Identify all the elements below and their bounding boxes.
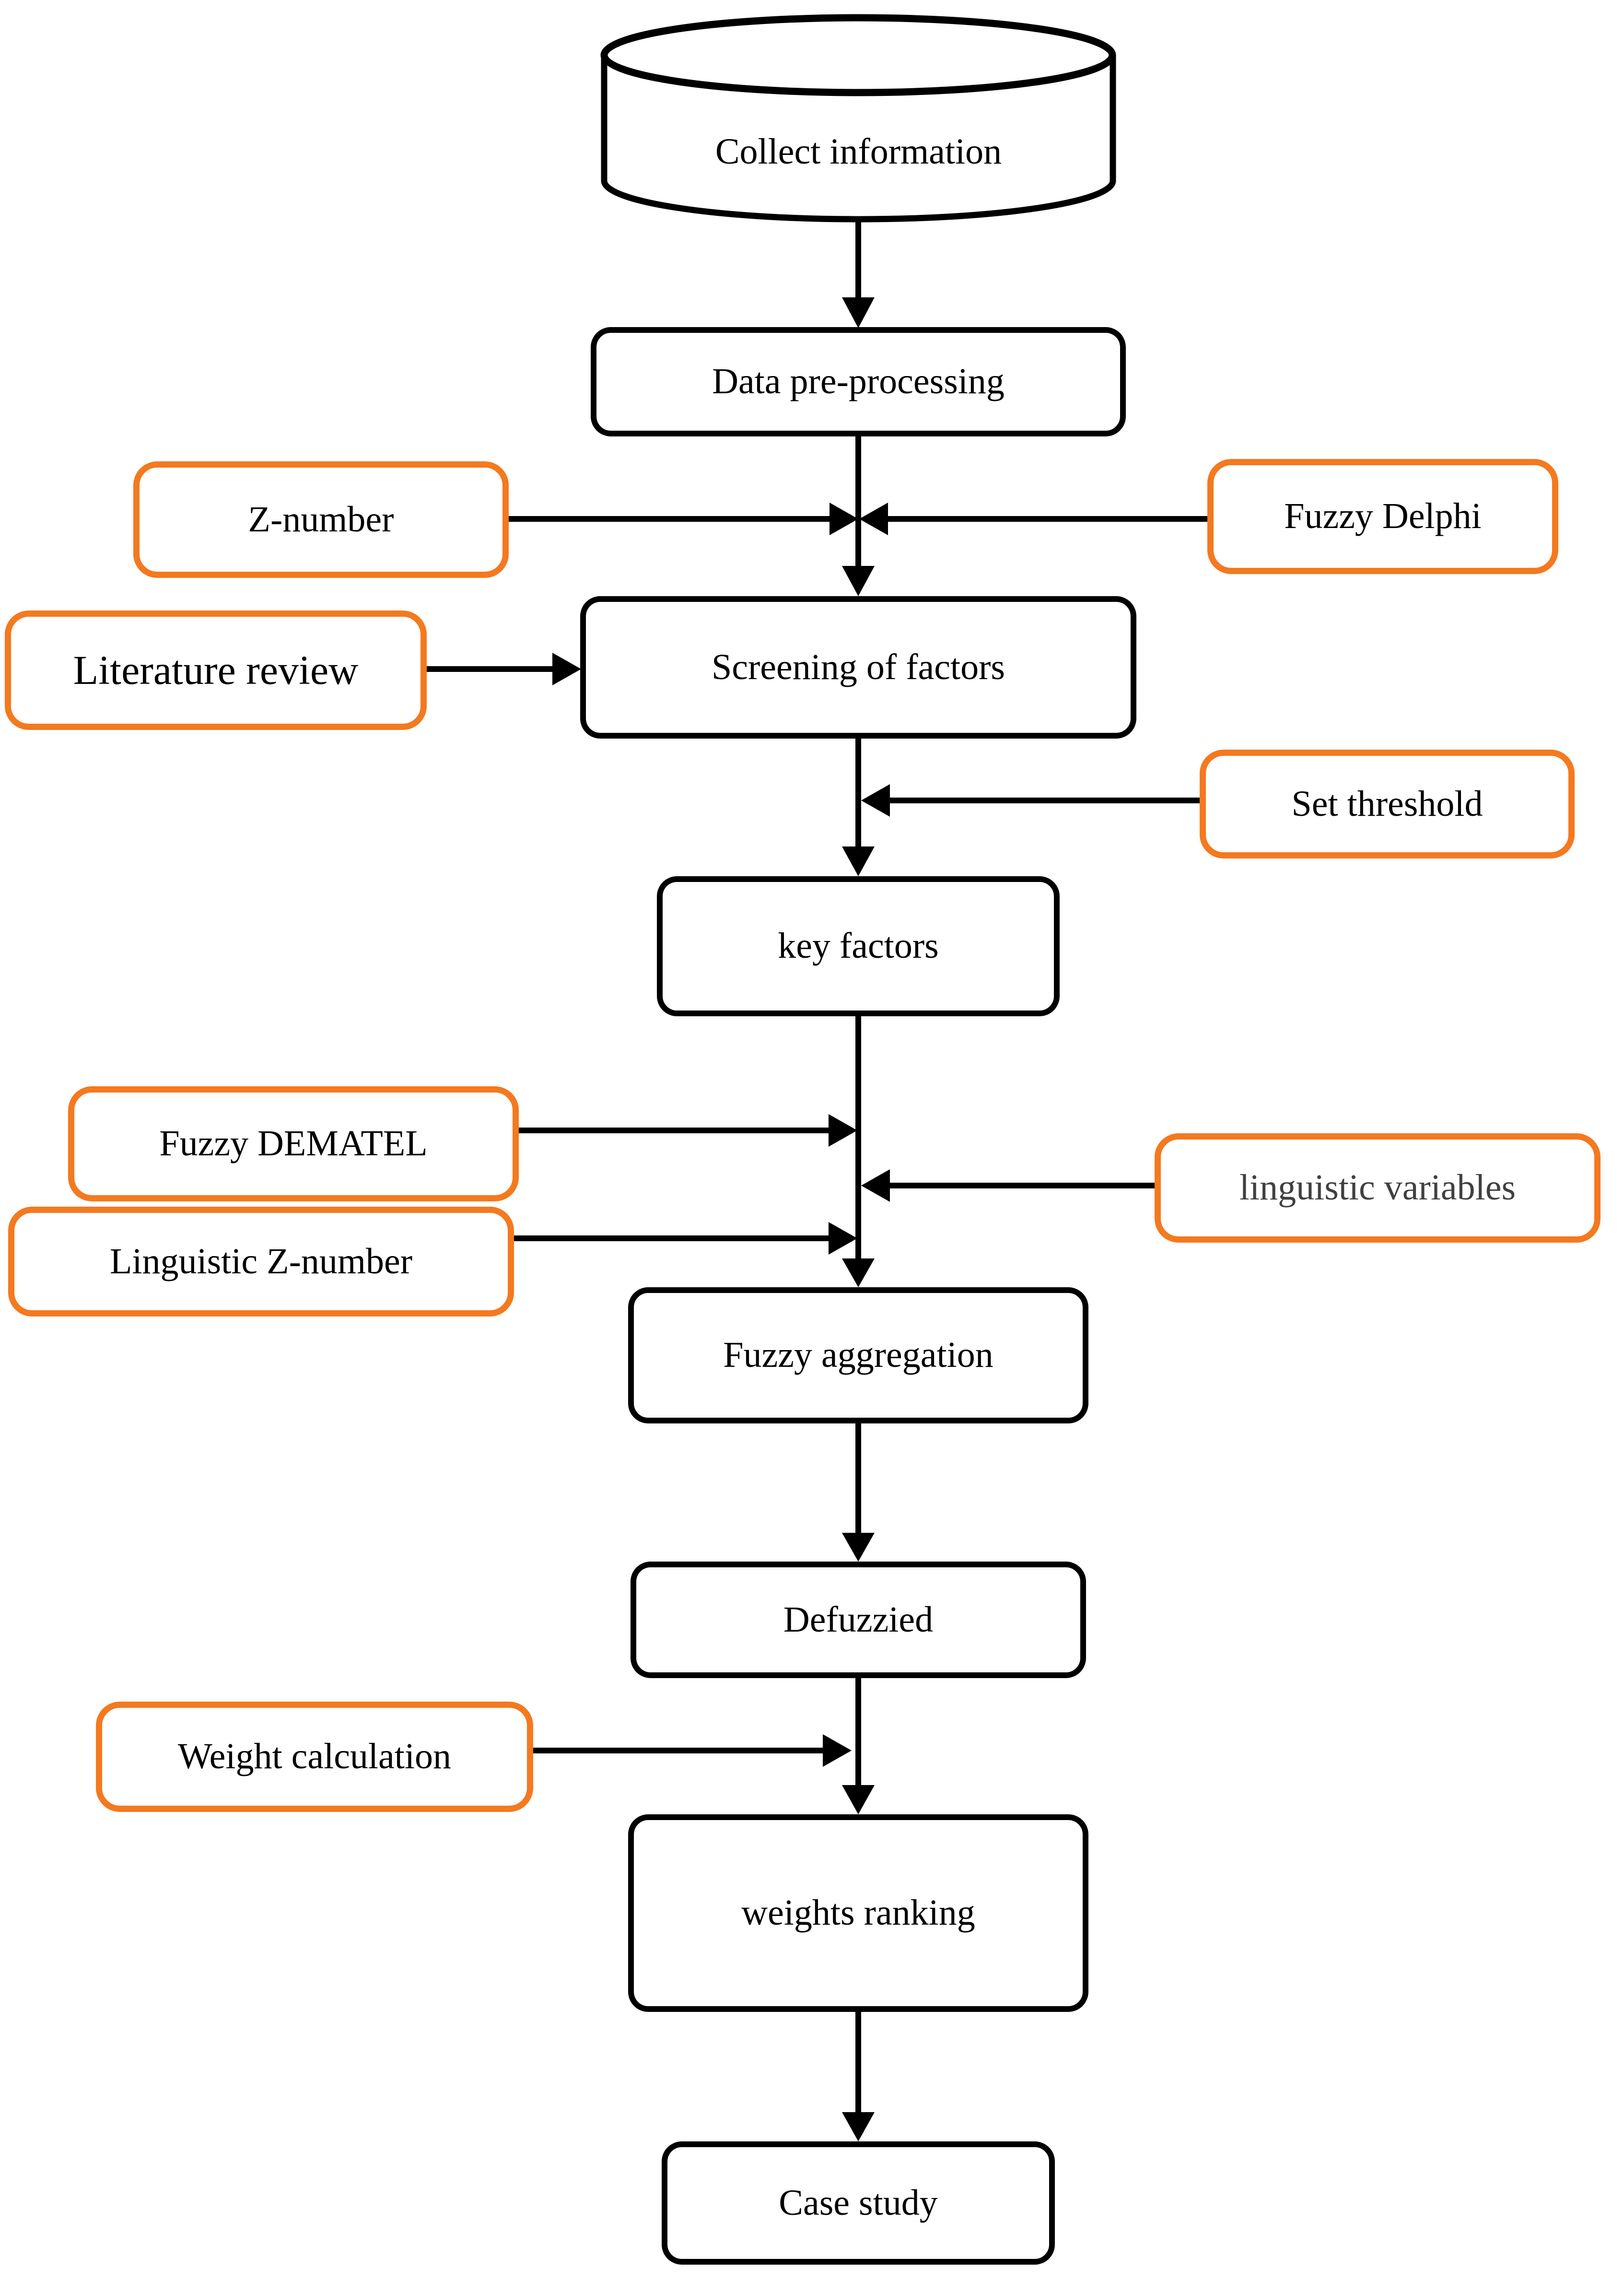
screening-of-factors-label: Screening of factors	[712, 646, 1005, 687]
linguistic-z-number-label: Linguistic Z-number	[109, 1241, 413, 1281]
node-weights-ranking: weights ranking	[628, 1814, 1088, 2012]
arrowhead-down-screening	[842, 566, 875, 596]
arrowhead-left-fuzzy-delphi	[859, 503, 888, 535]
arrowhead-right-weight-calc	[823, 1734, 852, 1767]
arrowhead-down-preprocessing	[842, 297, 875, 328]
node-fuzzy-aggregation: Fuzzy aggregation	[628, 1287, 1088, 1423]
collect-information-label: Collect information	[715, 131, 1002, 172]
cylinder-body	[601, 55, 1116, 223]
node-collect-information: Collect information	[598, 12, 1119, 223]
node-screening-of-factors: Screening of factors	[580, 596, 1136, 739]
arrowhead-down-keyfactors	[842, 846, 875, 876]
arrowhead-down-defuzzied	[842, 1533, 875, 1562]
key-factors-label: key factors	[778, 926, 939, 966]
arrowhead-down-aggregation	[842, 1258, 875, 1287]
arrowhead-left-set-threshold	[861, 784, 890, 817]
arrowhead-left-linguistic-variables	[861, 1169, 890, 1202]
node-defuzzied: Defuzzied	[631, 1562, 1086, 1678]
weights-ranking-label: weights ranking	[741, 1892, 975, 1933]
arrowhead-right-z-number	[830, 503, 858, 535]
linguistic-variables-label: linguistic variables	[1239, 1167, 1516, 1208]
node-key-factors: key factors	[657, 876, 1060, 1016]
literature-review-label: Literature review	[73, 647, 359, 693]
arrowhead-right-linguistic-z	[829, 1222, 857, 1255]
z-number-label: Z-number	[248, 499, 394, 540]
arrowhead-down-casestudy	[842, 2112, 875, 2141]
database-cylinder-icon	[600, 14, 1116, 223]
arrowhead-right-dematel	[829, 1114, 857, 1147]
node-set-threshold: Set threshold	[1200, 750, 1575, 858]
node-literature-review: Literature review	[5, 611, 427, 730]
weight-calculation-label: Weight calculation	[178, 1736, 451, 1777]
node-fuzzy-dematel: Fuzzy DEMATEL	[68, 1086, 519, 1201]
arrowhead-down-ranking	[842, 1785, 875, 1814]
fuzzy-dematel-label: Fuzzy DEMATEL	[159, 1123, 428, 1164]
defuzzied-label: Defuzzied	[783, 1599, 934, 1640]
node-case-study: Case study	[662, 2141, 1055, 2265]
data-preprocessing-label: Data pre-processing	[712, 361, 1005, 402]
arrowhead-right-literature	[552, 653, 581, 685]
node-linguistic-variables: linguistic variables	[1155, 1133, 1601, 1243]
node-data-preprocessing: Data pre-processing	[591, 327, 1126, 436]
set-threshold-label: Set threshold	[1291, 783, 1483, 824]
fuzzy-aggregation-label: Fuzzy aggregation	[723, 1335, 993, 1375]
node-fuzzy-delphi: Fuzzy Delphi	[1207, 459, 1558, 574]
node-linguistic-z-number: Linguistic Z-number	[8, 1207, 514, 1316]
case-study-label: Case study	[779, 2182, 938, 2223]
node-z-number: Z-number	[133, 461, 509, 578]
node-weight-calculation: Weight calculation	[96, 1702, 533, 1812]
cylinder-top	[600, 14, 1116, 96]
fuzzy-delphi-label: Fuzzy Delphi	[1284, 496, 1482, 537]
